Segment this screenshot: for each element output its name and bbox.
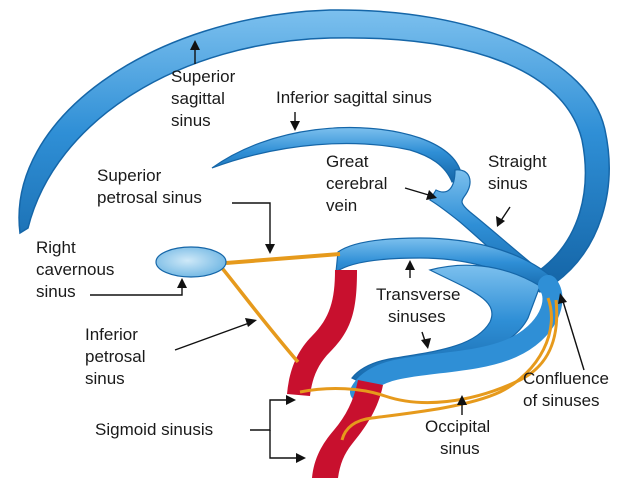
inferior-petrosal-sinus-shape bbox=[222, 268, 298, 362]
label-straight-sinus: Straight sinus bbox=[488, 152, 551, 193]
label-sigmoid-sinusis: Sigmoid sinusis bbox=[95, 420, 213, 439]
sigmoid-sinus-upper-shape bbox=[287, 270, 357, 396]
label-superior-sagittal-sinus: Superior sagittal sinus bbox=[171, 67, 240, 130]
label-transverse-sinuses: Transverse sinuses bbox=[376, 285, 465, 326]
label-inferior-sagittal-sinus: Inferior sagittal sinus bbox=[276, 88, 432, 107]
label-right-cavernous-sinus: Right cavernous sinus bbox=[36, 238, 119, 301]
superior-petrosal-sinus-shape bbox=[226, 254, 340, 263]
label-great-cerebral-vein: Great cerebral vein bbox=[326, 152, 392, 215]
label-occipital-sinus: Occipital sinus bbox=[425, 417, 495, 458]
label-confluence-of-sinuses: Confluence of sinuses bbox=[523, 369, 614, 410]
right-cavernous-sinus-shape bbox=[156, 247, 226, 277]
label-superior-petrosal-sinus: Superior petrosal sinus bbox=[97, 166, 202, 207]
superior-sagittal-sinus-shape bbox=[19, 10, 609, 283]
label-inferior-petrosal-sinus: Inferior petrosal sinus bbox=[85, 325, 150, 388]
